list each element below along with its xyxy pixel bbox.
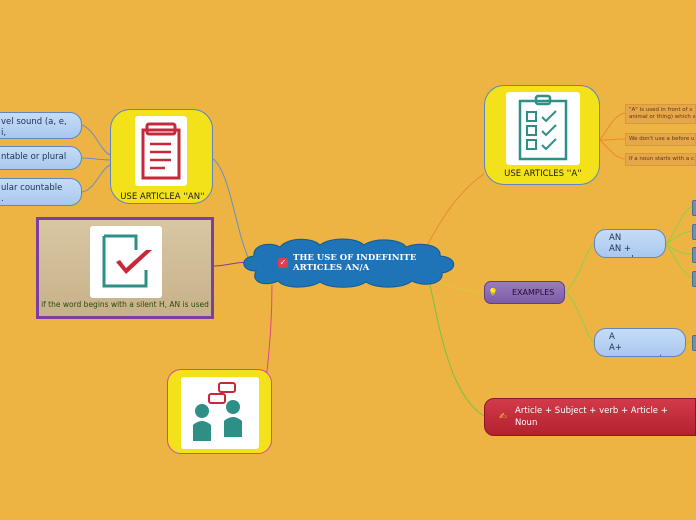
silent-h-text: if the word begins with a silent H, AN i… (41, 300, 209, 309)
examples-label: EXAMPLES (512, 288, 555, 297)
left-item-line: . (1, 194, 4, 204)
right-note-line: "A" is used in front of s (629, 107, 693, 113)
left-branch-node[interactable]: USE ARTICLEA ''AN'' (110, 109, 213, 204)
example-an-child[interactable] (692, 271, 696, 287)
example-a-child[interactable] (692, 335, 696, 351)
people-node[interactable] (167, 369, 272, 454)
left-item-countable-plural[interactable]: ntable or plural (0, 146, 82, 170)
left-item-vowel-sound[interactable]: vel sound (a, e, i, noun (0, 112, 82, 139)
right-note-before-u[interactable]: We don't use a before u (625, 133, 696, 146)
writing-hand-icon: ✍ (499, 412, 507, 422)
example-a-line2: A+ consosonant (609, 343, 663, 356)
right-branch-node[interactable]: USE ARTICLES ''A'' (484, 85, 600, 185)
structure-node[interactable]: ✍ Article + Subject + verb + Article + N… (484, 398, 696, 436)
people-conversation-icon (181, 377, 259, 449)
central-title-line2: ARTICLES AN/A (293, 263, 370, 273)
example-an-line1: AN (609, 233, 622, 243)
example-an-child[interactable] (692, 247, 696, 263)
structure-text-line1: Article + Subject + verb + Article + (515, 406, 668, 416)
right-note-noun-starts[interactable]: If a noun starts with a c (625, 153, 696, 166)
example-an-child[interactable] (692, 224, 696, 240)
structure-text-line2: Noun (515, 418, 538, 428)
left-item-line: ular countable (1, 183, 63, 193)
right-branch-title: USE ARTICLES ''A'' (504, 169, 582, 179)
right-note-a-usage[interactable]: "A" is used in front of s animal or thin… (625, 104, 696, 124)
example-an-child[interactable] (692, 200, 696, 216)
cloud-shape (243, 238, 455, 288)
right-note-line: If a noun starts with a c (629, 156, 694, 162)
check-icon: ✓ (278, 258, 288, 268)
central-topic[interactable]: ✓ THE USE OF INDEFINITE ARTICLES AN/A (238, 237, 460, 289)
check-square-icon (90, 226, 162, 298)
left-item-line: ntable or plural (1, 152, 67, 162)
right-note-line: We don't use a before u (629, 136, 695, 142)
left-item-line: vel sound (a, e, i, (1, 117, 67, 138)
example-an-node[interactable]: AN AN + vowel (594, 229, 666, 258)
example-a-line1: A (609, 332, 615, 342)
checklist-icon (506, 92, 580, 165)
right-note-line: animal or thing) which a (629, 114, 696, 120)
lightbulb-icon: 💡 (488, 288, 498, 297)
left-branch-title: USE ARTICLEA ''AN'' (120, 192, 205, 202)
example-a-node[interactable]: A A+ consosonant (594, 328, 686, 357)
examples-node[interactable]: 💡 EXAMPLES (484, 281, 565, 304)
central-title-line1: THE USE OF INDEFINITE (293, 253, 417, 263)
example-an-line2: AN + vowel (609, 244, 634, 257)
silent-h-node[interactable]: if the word begins with a silent H, AN i… (36, 217, 214, 319)
left-item-singular-countable[interactable]: ular countable . (0, 178, 82, 206)
clipboard-document-icon (135, 116, 187, 186)
